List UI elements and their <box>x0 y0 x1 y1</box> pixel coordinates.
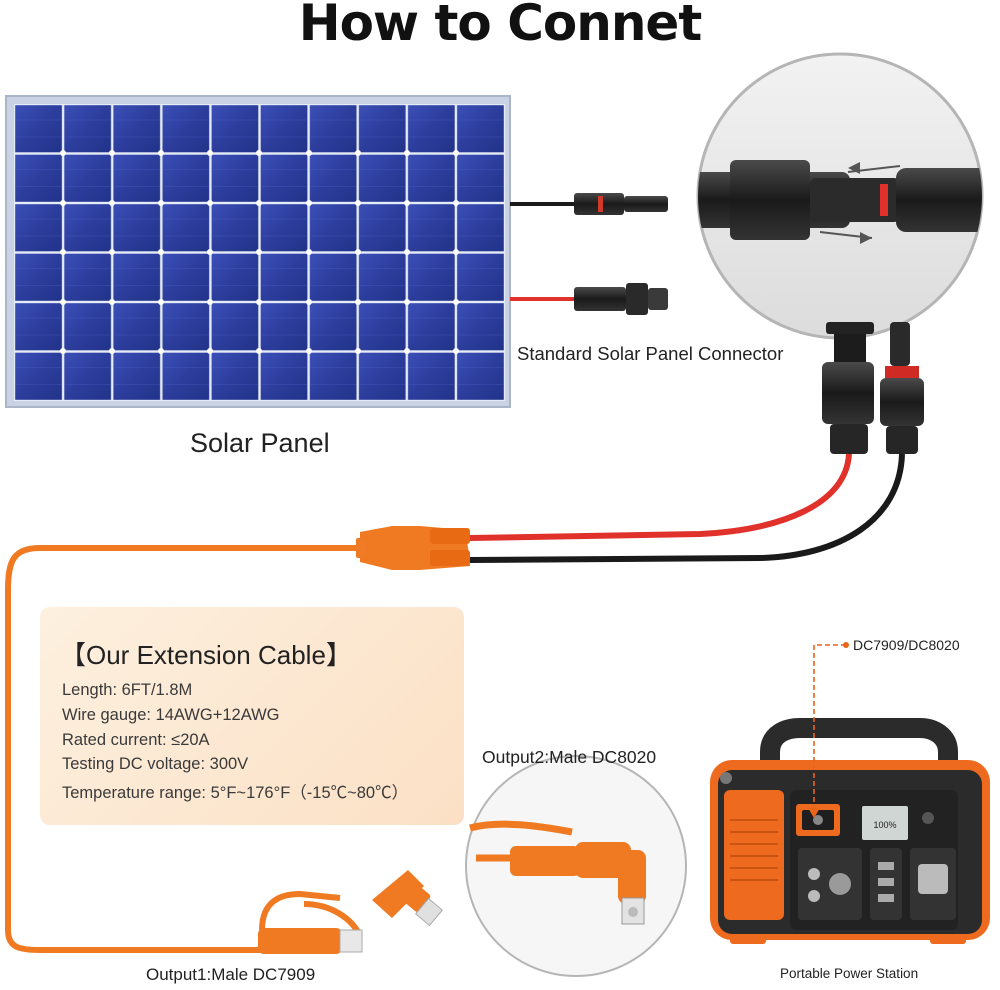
mc4-female-connector <box>822 322 874 454</box>
power-station: 100% <box>710 728 990 944</box>
connector-zoom-circle <box>690 54 996 338</box>
panel-red-lead <box>510 283 668 315</box>
output1-connector <box>258 870 442 954</box>
spec-wire-gauge: Wire gauge: 14AWG+12AWG <box>62 706 280 725</box>
connector-label: Standard Solar Panel Connector <box>517 343 783 365</box>
info-box-title: 【Our Extension Cable】 <box>60 635 352 672</box>
spec-length: Length: 6FT/1.8M <box>62 681 192 700</box>
output2-label: Output2:Male DC8020 <box>482 747 656 768</box>
spec-rated-current: Rated current: ≤20A <box>62 731 210 750</box>
spec-temperature-range: Temperature range: 5°F~176°F（-15℃~80℃） <box>62 779 408 803</box>
output1-label: Output1:Male DC7909 <box>146 965 315 985</box>
spec-testing-voltage: Testing DC voltage: 300V <box>62 755 248 774</box>
black-wire <box>470 454 902 560</box>
solar-panel-label: Solar Panel <box>190 428 330 459</box>
station-display-text: 100% <box>873 820 896 830</box>
extension-cable-info-box: 【Our Extension Cable】 Length: 6FT/1.8M W… <box>40 607 464 825</box>
panel-black-lead <box>510 193 668 215</box>
dc-port-label: DC7909/DC8020 <box>853 637 960 653</box>
orange-y-splitter <box>356 526 470 570</box>
power-station-label: Portable Power Station <box>780 966 918 981</box>
red-wire <box>470 454 849 538</box>
output2-zoom-circle <box>466 756 686 976</box>
mc4-male-connector <box>880 322 924 454</box>
page-title: How to Connet <box>0 0 1000 52</box>
solar-panel <box>6 96 510 407</box>
